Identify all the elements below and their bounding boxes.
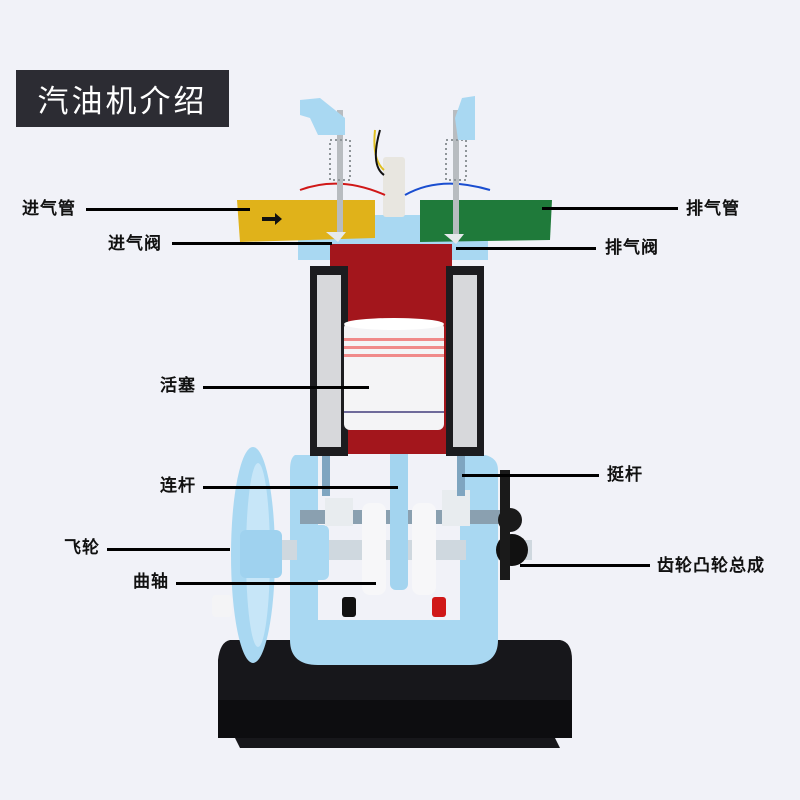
label-exhaust-valve: 排气阀 [605,238,659,258]
leader-line-exhaust-valve [456,247,596,250]
leader-line-piston [203,386,369,389]
leader-line-crankshaft [176,582,376,585]
label-connecting-rod: 连杆 [160,476,196,496]
label-exhaust-pipe: 排气管 [686,199,740,219]
leader-line-gear-cam-assembly [520,564,650,567]
base-plate [218,640,572,748]
flywheel-part [212,447,282,663]
label-flywheel: 飞轮 [64,538,100,558]
label-gear-cam-assembly: 齿轮凸轮总成 [657,556,765,576]
intake-pipe-part [237,200,375,242]
piston-part [344,318,444,430]
leader-line-flywheel [107,548,230,551]
valve-assembly-right [444,96,475,244]
leader-line-tappet [462,474,599,477]
page-title: 汽油机介绍 [37,84,208,120]
label-tappet: 挺杆 [607,465,643,485]
label-intake-valve: 进气阀 [108,234,162,254]
exhaust-pipe-part [420,200,552,242]
leader-line-intake-valve [172,242,332,245]
title-banner: 汽油机介绍 [16,70,229,127]
arrow-right-icon [262,213,282,225]
valve-assembly-left [300,98,351,242]
label-crankshaft: 曲轴 [133,572,169,592]
leader-line-intake-pipe [86,208,250,211]
connecting-rod-part [390,410,408,590]
spark-plug-part [383,157,405,217]
label-piston: 活塞 [160,376,196,396]
leader-line-exhaust-pipe [542,207,678,210]
leader-line-connecting-rod [203,486,398,489]
label-intake-pipe: 进气管 [22,199,76,219]
